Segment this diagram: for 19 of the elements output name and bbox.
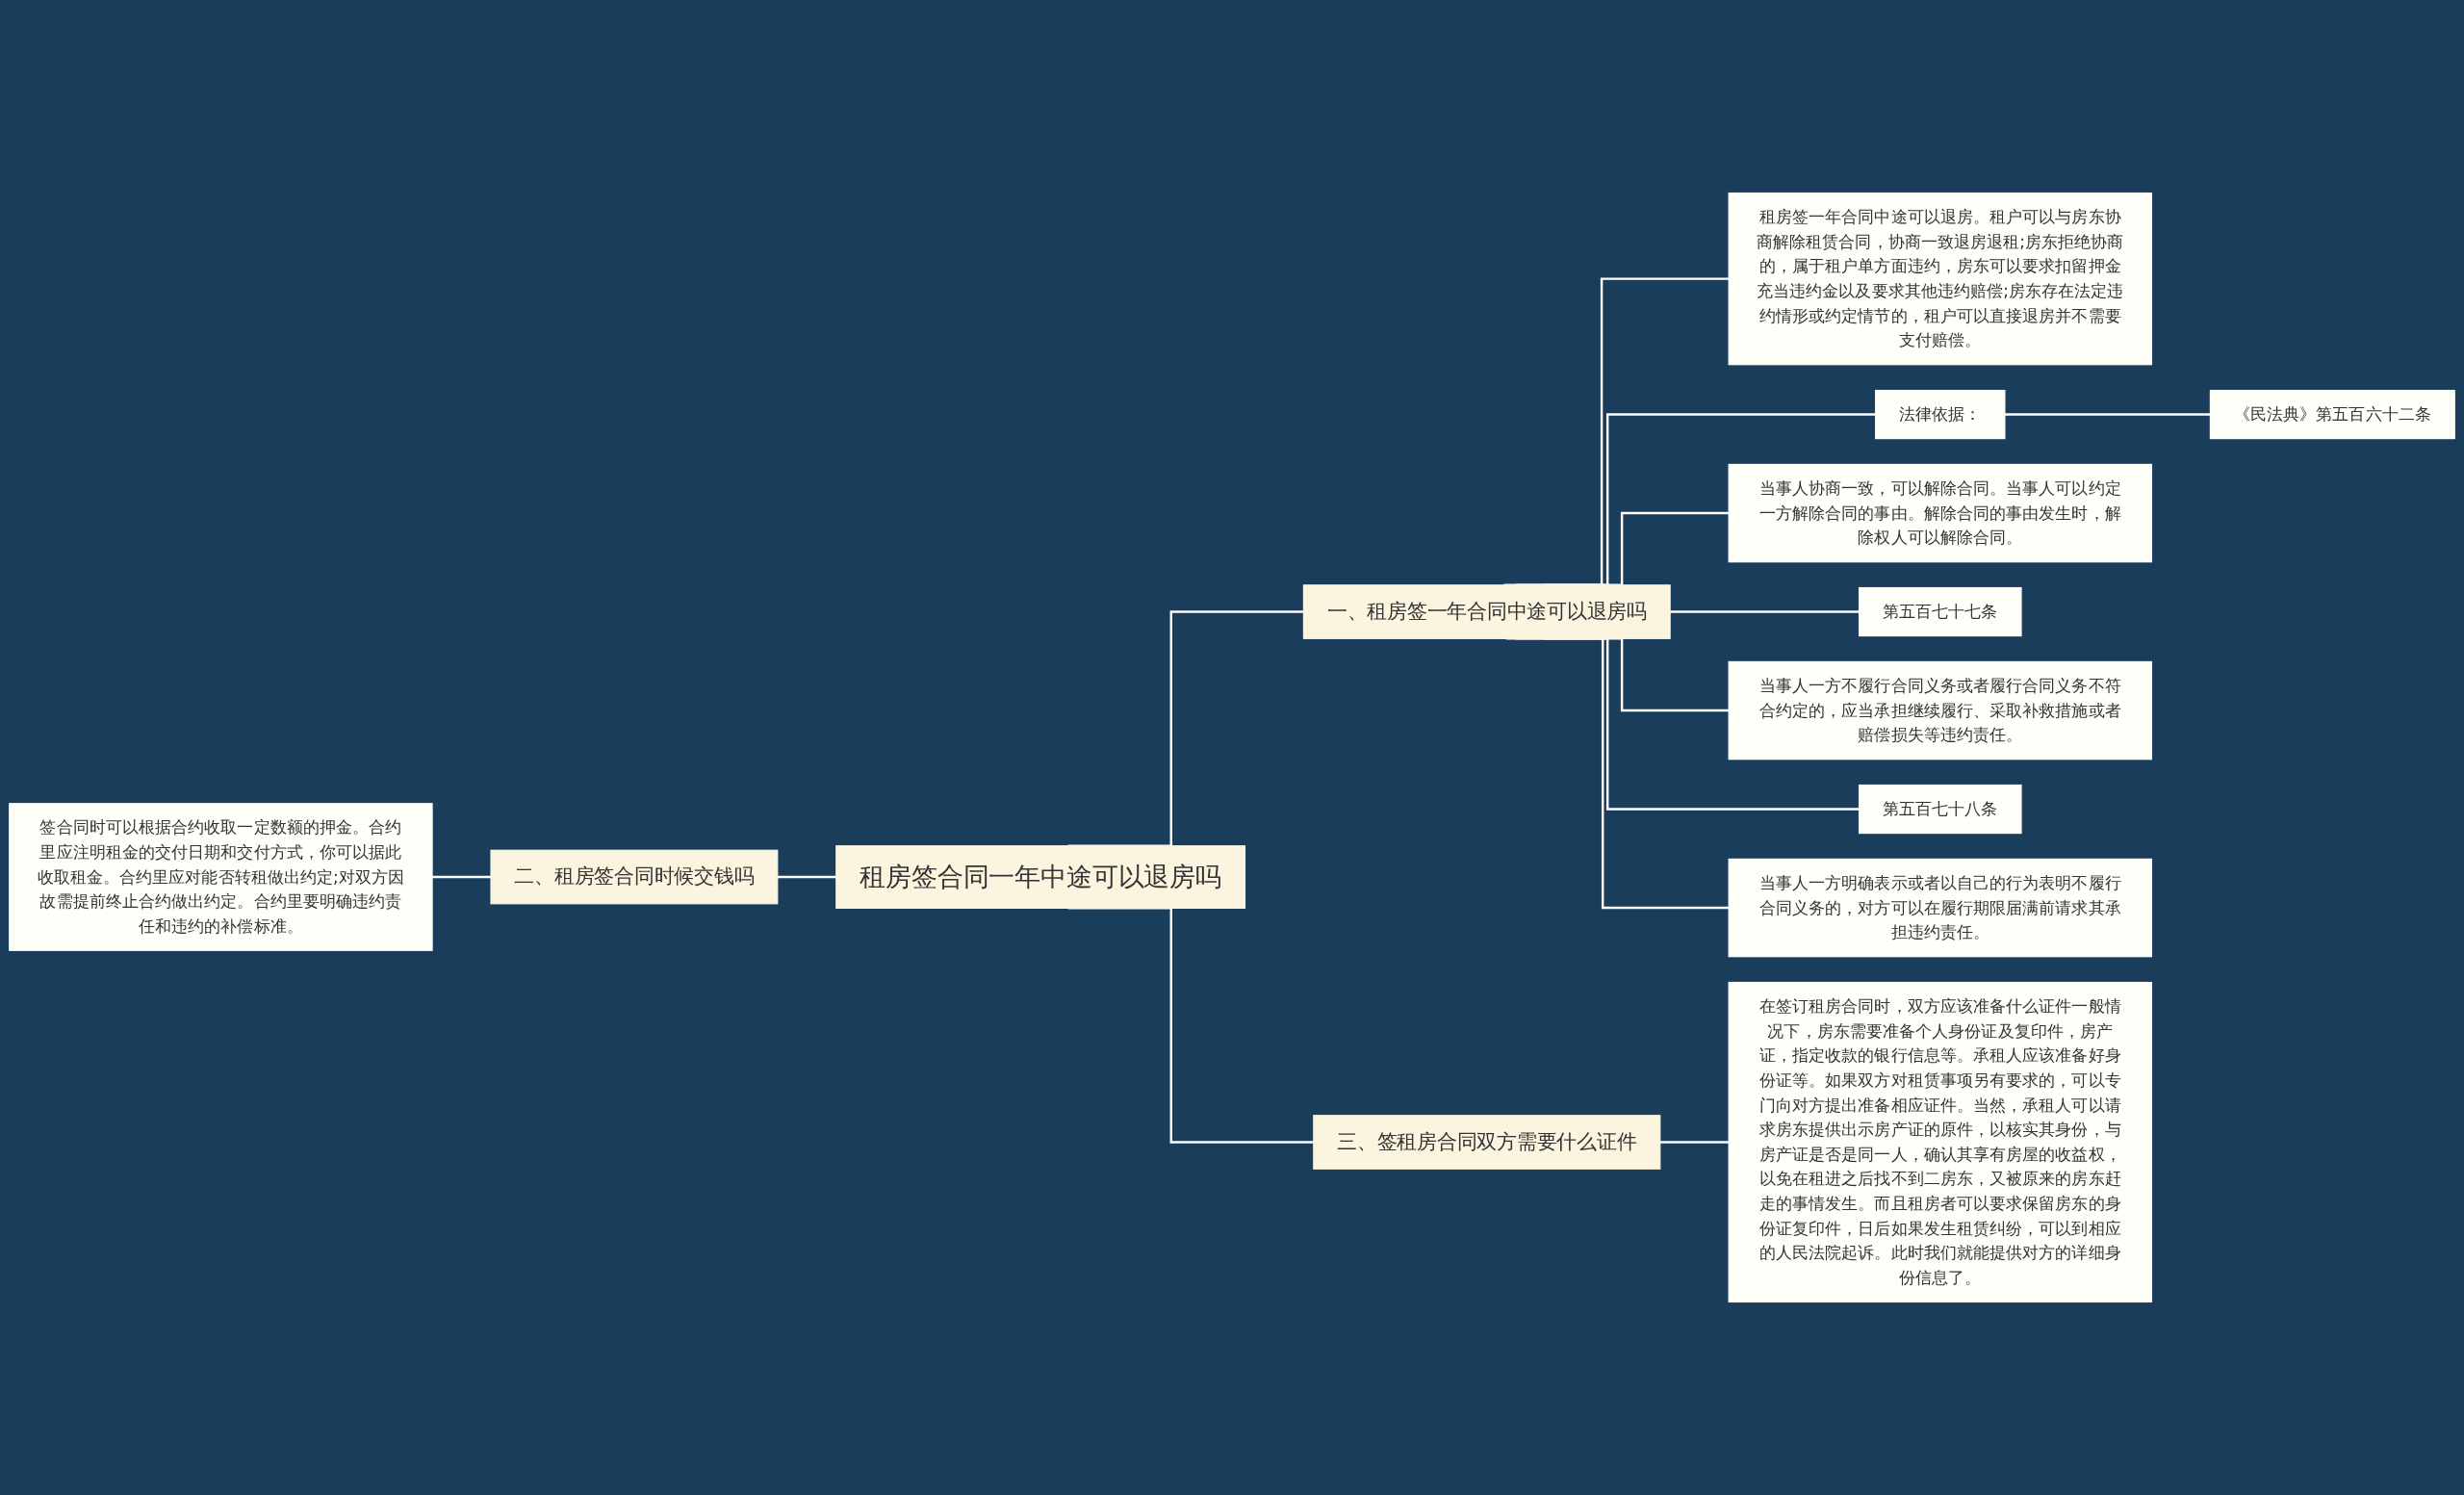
node-box: 租房签一年合同中途可以退房。租户可以与房东协商解除租赁合同，协商一致退房退租;房东拒绝协商的，属于租户单方面违约，房东可以要求扣留押金充当违约金以及要求其他违约赔偿;房东存在法定违约情形或约定情节的，租户可以直接退房并不需要支付赔偿。 (1728, 192, 2153, 366)
node-box: 在签订租房合同时，双方应该准备什么证件一般情况下，房东需要准备个人身份证及复印件，房产证，指定收款的银行信息等。承租人应该准备好身份证等。如果双方对租赁事项另有要求的，可以专门向对方提出准备相应证件。当然，承租人可以请求房东提供出示房产证的原件，以核实其身份，与房产证是否是同一人，确认其享有房屋的收益权，以免在租进之后找不到二房东，又被原来的房东赶走的事情发生。而且租房者可以要求保留房东的身份证复印件，日后如果发生租赁纠纷，可以到相应的人民法院起诉。此时我们就能提供对方的详细身份信息了。 (1728, 981, 2153, 1303)
node-box: 法律依据： (1875, 389, 2006, 440)
node-box: 租房签合同一年中途可以退房吗 (835, 845, 1246, 909)
node-box: 《民法典》第五百六十二条 (2209, 389, 2455, 440)
node-box: 当事人一方不履行合同义务或者履行合同义务不符合约定的，应当承担继续履行、采取补救措施或者赔偿损失等违约责任。 (1728, 660, 2153, 760)
node-box: 二、租房签合同时候交钱吗 (490, 849, 779, 905)
node-box: 一、租房签一年合同中途可以退房吗 (1302, 584, 1671, 639)
connector (777, 875, 836, 879)
connector (1670, 610, 1860, 613)
node-box: 三、签租房合同双方需要什么证件 (1313, 1115, 1661, 1170)
node-box: 当事人协商一致，可以解除合同。当事人可以约定一方解除合同的事由。解除合同的事由发生时，解除权人可以解除合同。 (1728, 463, 2153, 563)
node-box: 当事人一方明确表示或者以自己的行为表明不履行合同义务的，对方可以在履行期限届满前请求其承担违约责任。 (1728, 858, 2153, 958)
connector (432, 875, 492, 879)
node-box: 第五百七十七条 (1859, 586, 2022, 637)
connector (1659, 1141, 1730, 1144)
node-box: 第五百七十八条 (1859, 784, 2022, 835)
connector (2004, 413, 2211, 416)
node-box: 签合同时可以根据合约收取一定数额的押金。合约里应注明租金的交付日期和交付方式，你可以据此收取租金。合约里应对能否转租做出约定;对双方因故需提前终止合约做出约定。合约里要明确违约责任和违约的补偿标准。 (9, 803, 433, 951)
